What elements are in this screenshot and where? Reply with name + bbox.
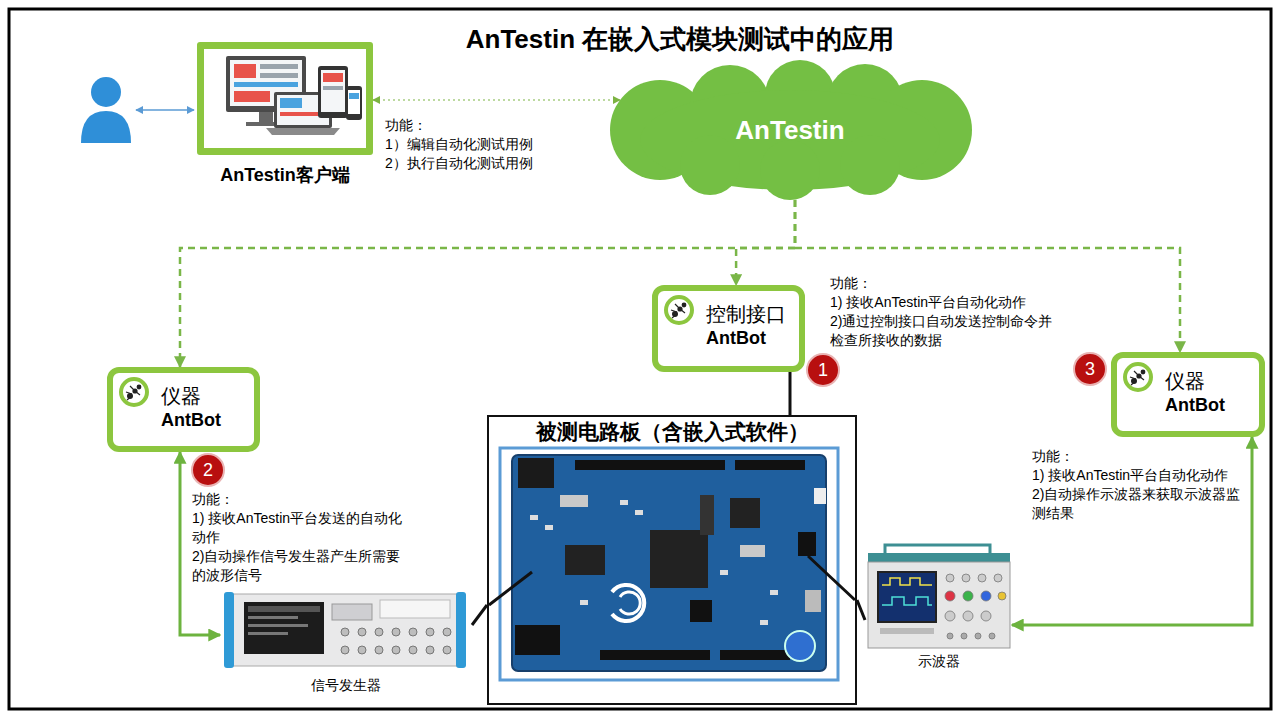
user-icon: [81, 77, 131, 143]
node-text: AntBot: [1165, 394, 1253, 417]
connector: [373, 99, 620, 100]
node-text: AnTestin客户端: [220, 164, 350, 186]
node-text: 仪器: [1165, 369, 1253, 394]
node-text: 仪器: [161, 384, 248, 409]
note-line: 1) 接收AnTestin平台自动化动作: [830, 293, 1066, 312]
antbot-box: 控制接口AntBot: [652, 285, 805, 372]
function-note: 功能：1）编辑自动化测试用例2）执行自动化测试用例: [385, 116, 585, 173]
note-line: 2）执行自动化测试用例: [385, 154, 585, 173]
connector: [857, 600, 865, 620]
note-line: 功能：: [830, 274, 1066, 293]
diagram-title: AnTestin 在嵌入式模块测试中的应用: [340, 22, 1020, 57]
connector: [1012, 437, 1252, 625]
antbot-icon: [666, 297, 692, 323]
connector: [472, 605, 487, 625]
instrument: 示波器: [865, 550, 1012, 670]
wire: [489, 572, 532, 605]
instrument: 信号发生器: [220, 588, 472, 694]
antbot-box: 仪器AntBot: [107, 367, 260, 452]
cloud-node: AnTestin: [600, 60, 980, 200]
board-region: 被测电路板（含嵌入式软件）: [487, 415, 857, 705]
cloud-shape: [610, 60, 972, 200]
oscilloscope-picture: [868, 545, 1010, 648]
callout-number: 2: [191, 453, 225, 487]
node-text: AnTestin: [735, 115, 844, 146]
connector: [180, 200, 795, 367]
note-line: 1) 接收AnTestin平台自动化动作: [1032, 466, 1244, 485]
function-note: 功能：1) 接收AnTestin平台自动化动作2)自动操作示波器来获取示波器监测…: [1032, 447, 1244, 523]
user-arrow: [136, 109, 194, 111]
connector: [736, 200, 795, 285]
connector: [795, 200, 1180, 352]
note-line: 2)自动操作示波器来获取示波器监测结果: [1032, 485, 1244, 523]
node-text: AntBot: [161, 409, 248, 432]
circuit-board: [500, 448, 838, 680]
callout-number: 3: [1073, 352, 1107, 386]
node-text: 信号发生器: [311, 677, 381, 694]
callout-number: 1: [806, 353, 840, 387]
node-text: 被测电路板（含嵌入式软件）: [489, 419, 855, 445]
signal-generator-picture: [224, 592, 466, 668]
node-text: 示波器: [918, 653, 960, 670]
function-note: 功能：1) 接收AnTestin平台自动化动作2)通过控制接口自动发送控制命令并…: [830, 274, 1066, 350]
node-text: 控制接口: [706, 302, 793, 327]
node-text: AntBot: [706, 327, 793, 350]
wire: [808, 556, 855, 600]
note-line: 1）编辑自动化测试用例: [385, 135, 585, 154]
devices-icon: [226, 56, 362, 135]
note-line: 1) 接收AnTestin平台发送的自动化动作: [192, 509, 414, 547]
function-note: 功能：1) 接收AnTestin平台发送的自动化动作2)自动操作信号发生器产生所…: [192, 490, 414, 585]
connector: [789, 372, 792, 415]
client-box: AnTestin客户端: [197, 42, 373, 155]
note-line: 功能：: [385, 116, 585, 135]
note-line: 2)自动操作信号发生器产生所需要的波形信号: [192, 547, 414, 585]
outer-frame: [9, 9, 1271, 709]
antbot-box: 仪器AntBot: [1111, 352, 1265, 437]
note-line: 功能：: [192, 490, 414, 509]
antbot-icon: [1125, 364, 1151, 390]
antbot-icon: [121, 379, 147, 405]
note-line: 功能：: [1032, 447, 1244, 466]
note-line: 2)通过控制接口自动发送控制命令并检查所接收的数据: [830, 312, 1066, 350]
